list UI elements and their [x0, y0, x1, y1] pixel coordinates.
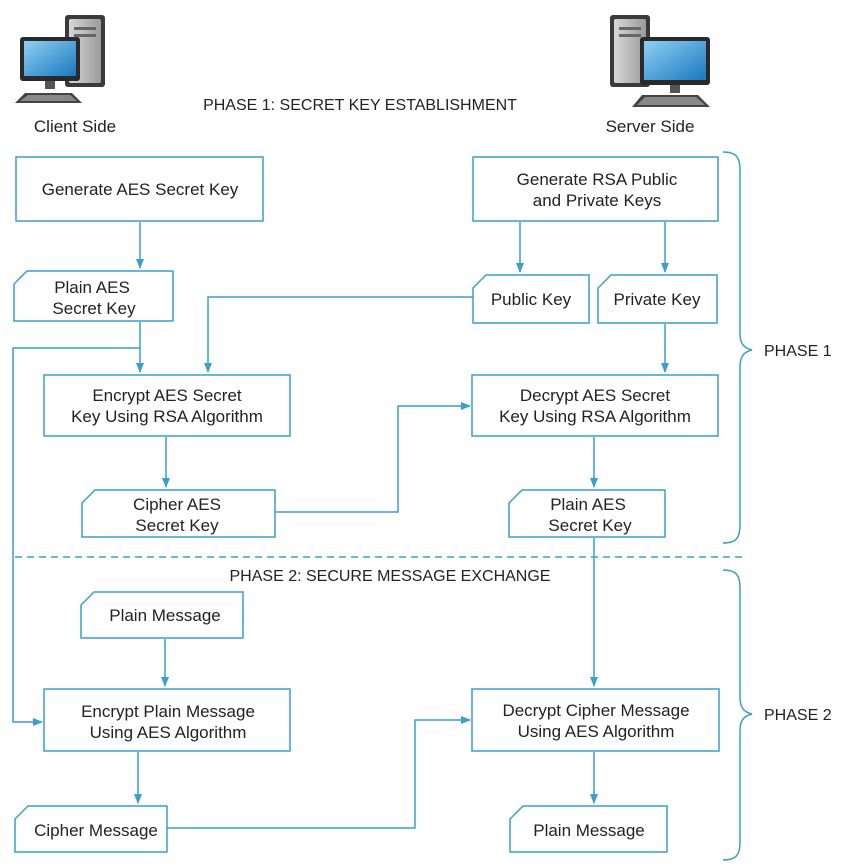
encrypt-msg-line1: Encrypt Plain Message	[81, 702, 255, 721]
phase1-bracket-label: PHASE 1	[764, 343, 832, 360]
cipher-msg-label: Cipher Message	[34, 821, 158, 840]
plain-aes-client-line1: Plain AES	[54, 278, 130, 297]
arrow-aeskey-to-encryptmsg	[12, 347, 140, 726]
decrypt-msg-line1: Decrypt Cipher Message	[502, 701, 689, 720]
generate-rsa-box	[472, 156, 719, 222]
encrypt-aes-line2: Key Using RSA Algorithm	[71, 407, 263, 426]
server-side-label: Server Side	[606, 117, 695, 136]
plain-aes-server-line2: Secret Key	[548, 516, 632, 535]
arrow-publickey-to-encrypt	[204, 296, 473, 373]
plain-msg-server-card	[509, 805, 668, 853]
plain-aes-client-card	[13, 270, 174, 322]
phase2-bracket-label: PHASE 2	[764, 707, 832, 724]
decrypt-aes-box	[471, 374, 719, 437]
plain-aes-server-line1: Plain AES	[550, 495, 626, 514]
generate-aes-label: Generate AES Secret Key	[42, 180, 239, 199]
arrow-ciphermsg-to-decryptmsg	[167, 716, 471, 829]
phase1-title: PHASE 1: SECRET KEY ESTABLISHMENT	[203, 97, 517, 114]
cipher-aes-line1: Cipher AES	[133, 495, 221, 514]
generate-rsa-label-line2: and Private Keys	[533, 191, 662, 210]
encrypt-aes-box	[43, 374, 291, 437]
box-labels: Generate AES Secret Key Generate RSA Pub…	[34, 170, 701, 840]
public-key-card	[472, 274, 590, 324]
private-key-card	[597, 274, 718, 324]
encrypt-aes-line1: Encrypt AES Secret	[92, 386, 242, 405]
public-key-label: Public Key	[491, 290, 572, 309]
phase1-bracket	[722, 151, 753, 544]
cipher-aes-line2: Secret Key	[135, 516, 219, 535]
decrypt-msg-box	[471, 688, 720, 752]
phase2-bracket	[722, 569, 753, 861]
encrypt-msg-box	[43, 688, 291, 752]
server-computer-icon	[610, 15, 710, 107]
plain-msg-client-label: Plain Message	[109, 606, 221, 625]
decrypt-msg-line2: Using AES Algorithm	[518, 722, 675, 741]
client-computer-icon	[15, 15, 105, 103]
decrypt-aes-line2: Key Using RSA Algorithm	[499, 407, 691, 426]
plain-msg-client-card	[80, 591, 244, 639]
plain-aes-client-line2: Secret Key	[52, 299, 136, 318]
generate-aes-box	[15, 156, 264, 222]
generate-rsa-label-line1: Generate RSA Public	[517, 170, 678, 189]
plain-msg-server-label: Plain Message	[533, 821, 645, 840]
cipher-aes-card	[81, 489, 276, 538]
connectors	[12, 222, 669, 829]
decrypt-aes-line1: Decrypt AES Secret	[520, 386, 671, 405]
cipher-msg-card	[14, 805, 168, 853]
encrypt-msg-line2: Using AES Algorithm	[90, 723, 247, 742]
phase2-title: PHASE 2: SECURE MESSAGE EXCHANGE	[230, 568, 551, 585]
private-key-label: Private Key	[614, 290, 701, 309]
plain-aes-server-card	[508, 489, 666, 538]
client-side-label: Client Side	[34, 117, 116, 136]
arrow-cipheraes-to-decrypt	[275, 402, 471, 513]
